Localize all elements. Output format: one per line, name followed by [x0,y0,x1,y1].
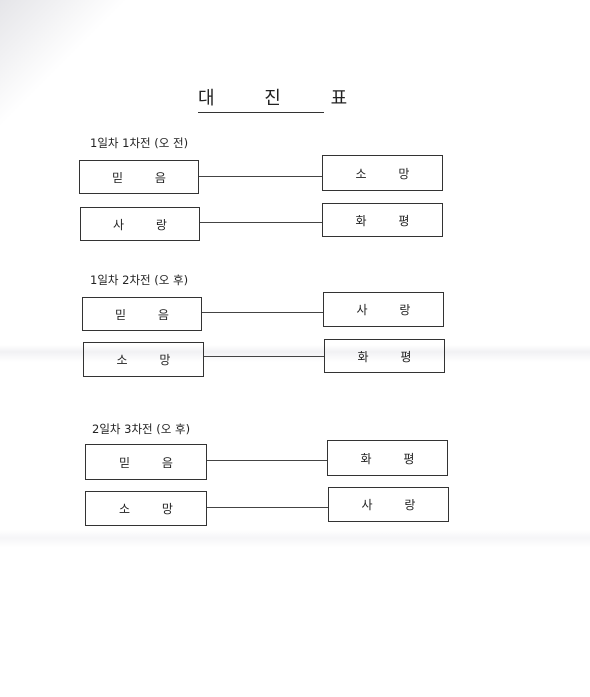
team-box-right: 사 랑 [323,292,444,327]
team-box-left: 믿 음 [82,297,202,331]
match-connector [202,312,324,313]
team-box-left: 소 망 [85,491,207,526]
team-box-right: 사 랑 [328,487,449,522]
team-box-left: 믿 음 [85,444,207,480]
round-label: 1일차 1차전 (오 전) [90,136,189,150]
match-connector [199,176,322,177]
team-box-left: 소 망 [83,342,204,377]
team-box-right: 소 망 [322,155,443,191]
team-box-left: 믿 음 [79,160,199,194]
team-box-right: 화 평 [327,440,448,476]
round-label: 1일차 2차전 (오 후) [90,273,189,287]
document-title: 대 진 표 [198,84,347,113]
team-box-left: 사 랑 [80,207,200,241]
match-connector [200,222,322,223]
match-connector [207,507,328,508]
team-box-right: 화 평 [322,203,443,237]
match-connector [204,356,324,357]
team-box-right: 화 평 [324,339,445,373]
match-connector [207,460,327,461]
round-label: 2일차 3차전 (오 후) [92,422,191,436]
